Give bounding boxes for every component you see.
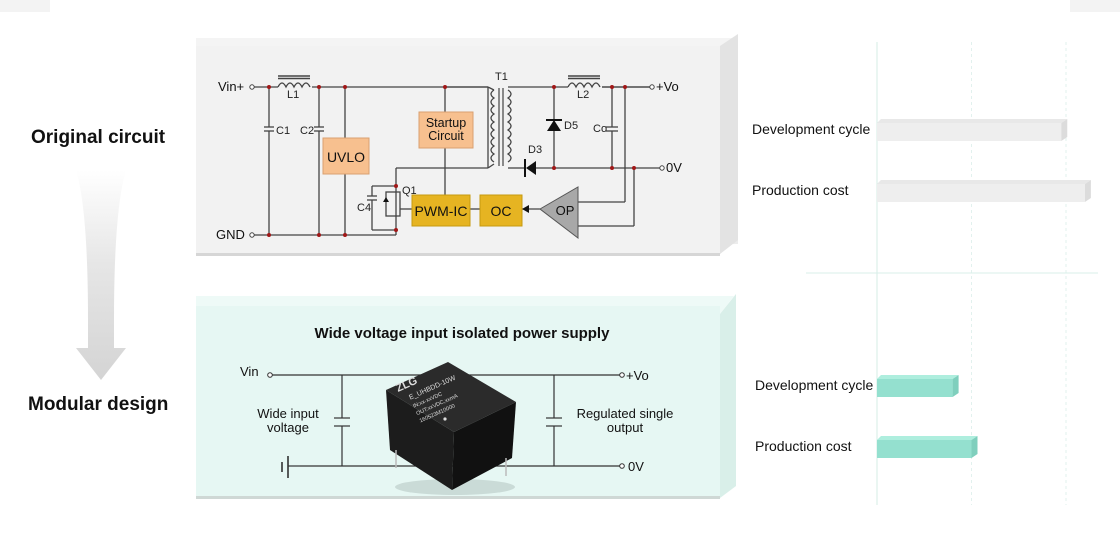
bar-top-face	[877, 119, 1068, 123]
bar-side-face	[952, 375, 959, 397]
bar-label: Production cost	[752, 182, 849, 198]
stage-label-original: Original circuit	[31, 127, 166, 148]
regulated-output-label-1: Regulated single	[577, 406, 674, 421]
op-amp-block	[539, 186, 579, 240]
wide-input-label-2: voltage	[267, 420, 309, 435]
bar-side-face	[971, 436, 978, 458]
startup-label-2: Circuit	[428, 129, 464, 143]
op-label: OP	[556, 203, 575, 218]
wide-input-label-1: Wide input	[257, 406, 319, 421]
bar-side-face	[1061, 119, 1068, 141]
top-right-tab	[1070, 0, 1120, 12]
l2-label: L2	[577, 89, 589, 101]
pwm-ic-block	[411, 194, 471, 227]
module-title: Wide voltage input isolated power supply	[315, 325, 611, 342]
top-left-tab	[0, 0, 50, 12]
bar-top-face	[877, 375, 959, 379]
l1-label: L1	[287, 89, 299, 101]
startup-label-1: Startup	[426, 116, 466, 130]
c4-label: C4	[357, 202, 371, 214]
bar	[877, 440, 972, 458]
q1-label: Q1	[402, 185, 417, 197]
t1-label: T1	[495, 71, 508, 83]
d3-label: D3	[528, 144, 542, 156]
modular-design-panel: Wide voltage input isolated power supply…	[196, 294, 736, 499]
oc-block	[479, 194, 523, 227]
stage-label-modular: Modular design	[28, 394, 169, 415]
vo-terminal-label: +Vo	[656, 79, 679, 94]
c1-label: C1	[276, 125, 290, 137]
bar	[877, 379, 953, 397]
bar-top-face	[877, 436, 978, 440]
co-label: Co	[593, 123, 607, 135]
vin-label: Vin	[240, 364, 259, 379]
startup-circuit-block	[418, 111, 474, 149]
dcdc-module-image: ZLG E_UHBDD-10W IN:xx-xxVDC OUT:xxVDC,xx…	[386, 362, 516, 495]
original-circuit-panel: UVLO Startup Circuit PWM-IC OC OP Vin+ G…	[196, 34, 738, 256]
gnd-terminal-label: GND	[216, 227, 245, 242]
bar-label: Development cycle	[755, 377, 873, 393]
uvlo-block	[322, 137, 370, 175]
regulated-output-label-2: output	[607, 420, 644, 435]
bar-side-face	[1084, 180, 1091, 202]
ov-terminal-label: 0V	[666, 160, 682, 175]
pwm-ic-label: PWM-IC	[415, 203, 468, 219]
bar	[877, 184, 1085, 202]
bar-label: Development cycle	[752, 121, 870, 137]
bar	[877, 123, 1062, 141]
oc-label: OC	[491, 203, 512, 219]
c2-label: C2	[300, 125, 314, 137]
uvlo-label: UVLO	[327, 149, 365, 165]
down-arrow-icon	[76, 170, 126, 380]
vo-label: +Vo	[626, 368, 649, 383]
ov-label: 0V	[628, 459, 644, 474]
vin-terminal-label: Vin+	[218, 79, 244, 94]
d5-label: D5	[564, 120, 578, 132]
bar-label: Production cost	[755, 438, 852, 454]
bar-top-face	[877, 180, 1091, 184]
